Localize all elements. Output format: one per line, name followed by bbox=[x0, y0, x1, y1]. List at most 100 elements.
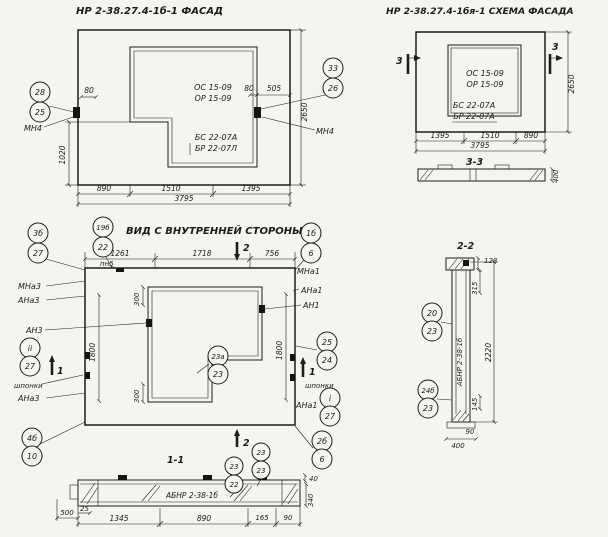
inner-dim-1800-right: 1800 bbox=[275, 341, 284, 360]
section-2-2-dim-128: 128 bbox=[484, 257, 498, 265]
facade-window-mark-bs: БС 22-07А bbox=[195, 133, 237, 142]
facade-title: НР 2-38.27.4-1б-1 ФАСАД bbox=[76, 5, 223, 17]
section-1-1-callout-b-num: 23 bbox=[230, 463, 239, 471]
inner-view-title: ВИД С ВНУТРЕННЕЙ СТОРОНЫ bbox=[126, 224, 303, 237]
section-1-1-title: 1-1 bbox=[167, 455, 184, 466]
schema-dim-1510: 1510 bbox=[480, 131, 499, 140]
inner-label-ana1: АНа1 bbox=[300, 286, 322, 295]
inner-callout-br-top: 2б bbox=[317, 437, 327, 446]
section-2-2-dim-400: 400 bbox=[451, 442, 465, 450]
inner-label-shponki-right: шпонки bbox=[305, 382, 334, 390]
inner-label-ana1-low: АНа1 bbox=[295, 401, 317, 410]
section-1-1-dim-165: 165 bbox=[255, 514, 269, 522]
inner-label-an1: АН1 bbox=[302, 301, 320, 310]
inner-callout-center-top: 23а bbox=[211, 353, 224, 361]
inner-callout-tl-top: 3б bbox=[33, 229, 43, 238]
schema-section-mark-3-right: 3 bbox=[552, 42, 559, 53]
schema-dim-3795: 3795 bbox=[470, 141, 489, 150]
section-2-2-title: 2-2 bbox=[457, 241, 475, 252]
facade-dim-505: 505 bbox=[267, 84, 282, 93]
section-1-1-dim-340: 340 bbox=[307, 493, 315, 507]
section-2-2-panel-mark: АБНР 2-38-1б bbox=[456, 337, 464, 387]
section-2-2-dim-90: 90 bbox=[466, 428, 475, 436]
inner-callout-rightmid-bottom: 24 bbox=[322, 356, 332, 365]
section-2-2-callout-bottom-num: 24б bbox=[421, 387, 435, 395]
facade-mn4-left-label: МН4 bbox=[24, 124, 42, 133]
inner-label-mna3: МНа3 bbox=[18, 282, 41, 291]
inner-label-pn5: пн5 bbox=[100, 260, 114, 268]
inner-dim-300-bottom: 300 bbox=[133, 389, 141, 403]
section-1-1-panel-mark: АБНР 2-38-1б bbox=[165, 491, 218, 500]
inner-callout-leftmid-bottom: 27 bbox=[25, 362, 36, 371]
inner-dim-1718: 1718 bbox=[192, 249, 211, 258]
facade-window-mark-or: ОР 15-09 bbox=[195, 94, 232, 103]
section-1-1-dim-890: 890 bbox=[197, 514, 212, 523]
section-1-1-drawing: 1-1 23 23 23 22 АБНР 2-38-1б 500 25 bbox=[54, 442, 318, 528]
inner-callout-tm-bottom: 22 bbox=[98, 243, 108, 252]
inner-dim-756: 756 bbox=[265, 249, 280, 258]
facade-dim-80-right: 80 bbox=[244, 84, 254, 93]
schema-dim-1395: 1395 bbox=[430, 131, 449, 140]
inner-dim-300-top: 300 bbox=[133, 292, 141, 306]
inner-callout-rightlow-bottom: 27 bbox=[325, 412, 336, 421]
facade-dim-80-left: 80 bbox=[84, 86, 94, 95]
inner-callout-center-bottom: 23 bbox=[213, 370, 223, 379]
inner-section-mark-2-top: 2 bbox=[243, 243, 250, 254]
schema-dim-400: 400 bbox=[552, 169, 560, 183]
inner-callout-bl-bottom: 10 bbox=[27, 452, 37, 461]
inner-callout-br-bottom: 6 bbox=[319, 455, 324, 464]
facade-callout-left-top: 28 bbox=[35, 88, 45, 97]
facade-window-mark-br: БР 22-07Л bbox=[195, 144, 237, 153]
schema-drawing: НР 2-38.27.4-1бя-1 СХЕМА ФАСАДА ОС 15-09… bbox=[386, 6, 576, 184]
inner-section-mark-2-bottom: 2 bbox=[243, 438, 250, 449]
section-2-2-callout-top-num: 20 bbox=[427, 309, 437, 318]
schema-window-mark-or: ОР 15-09 bbox=[467, 80, 504, 89]
inner-dim-1800-left: 1800 bbox=[88, 343, 97, 362]
schema-section-mark-3-left: 3 bbox=[396, 56, 403, 67]
inner-callout-rightlow-top: i bbox=[329, 394, 332, 403]
inner-label-mna1: МНа1 bbox=[297, 267, 320, 276]
section-2-2-drawing: 2-2 20 23 24б 23 АБНР 2-38-1б 128 315 22… bbox=[417, 241, 498, 450]
section-2-2-dim-145: 145 bbox=[471, 397, 479, 411]
facade-mn4-right-label: МН4 bbox=[316, 127, 334, 136]
inner-section-mark-1-right: 1 bbox=[309, 367, 316, 378]
schema-window-mark-br: БР 22-07А bbox=[453, 112, 495, 121]
section-1-1-callout-a-sheet: 23 bbox=[257, 467, 266, 475]
inner-callout-tl-bottom: 27 bbox=[33, 249, 44, 258]
inner-label-an3: АН3 bbox=[25, 326, 43, 335]
section-1-1-dim-25: 25 bbox=[80, 505, 89, 513]
facade-callout-right-bottom: 26 bbox=[328, 84, 338, 93]
facade-drawing: НР 2-38.27.4-1б-1 ФАСАД ОС 15-09 ОР 15-0… bbox=[24, 5, 344, 207]
inner-callout-rightmid-top: 25 bbox=[322, 338, 332, 347]
section-2-2-callout-bottom-sheet: 23 bbox=[423, 404, 433, 413]
inner-label-shponki-left: шпонки bbox=[14, 382, 43, 390]
section-1-1-dim-1345: 1345 bbox=[109, 514, 128, 523]
section-1-1-dim-40: 40 bbox=[309, 475, 318, 483]
section-1-1-dim-500: 500 bbox=[60, 509, 74, 517]
schema-window-mark-os: ОС 15-09 bbox=[466, 69, 504, 78]
facade-dim-2650: 2650 bbox=[300, 102, 309, 121]
facade-callout-right-top: 33 bbox=[328, 64, 338, 73]
inner-callout-tr-top: 1б bbox=[306, 229, 316, 238]
facade-dim-1020: 1020 bbox=[58, 145, 67, 164]
section-2-2-callout-top-sheet: 23 bbox=[427, 327, 437, 336]
inner-callout-leftmid-top: ii bbox=[28, 344, 33, 353]
schema-title: НР 2-38.27.4-1бя-1 СХЕМА ФАСАДА bbox=[386, 6, 574, 17]
facade-dim-1395: 1395 bbox=[241, 184, 260, 193]
schema-dim-2650: 2650 bbox=[567, 74, 576, 93]
inner-label-ana3-low: АНа3 bbox=[17, 394, 39, 403]
inner-dim-1261: 1261 bbox=[110, 249, 129, 258]
section-2-2-dim-2220: 2220 bbox=[484, 343, 493, 362]
inner-section-mark-1-left: 1 bbox=[57, 366, 64, 377]
section-1-1-callout-b-sheet: 22 bbox=[230, 481, 239, 489]
section-2-2-dim-315: 315 bbox=[471, 281, 479, 295]
inner-callout-tr-bottom: 6 bbox=[308, 249, 313, 258]
facade-dim-1510: 1510 bbox=[161, 184, 180, 193]
facade-dim-3795: 3795 bbox=[174, 194, 193, 203]
facade-callout-left-bottom: 25 bbox=[35, 108, 45, 117]
section-1-1-dim-90: 90 bbox=[284, 514, 293, 522]
section-1-1-callout-a-num: 23 bbox=[257, 449, 266, 457]
schema-dim-890: 890 bbox=[524, 131, 539, 140]
